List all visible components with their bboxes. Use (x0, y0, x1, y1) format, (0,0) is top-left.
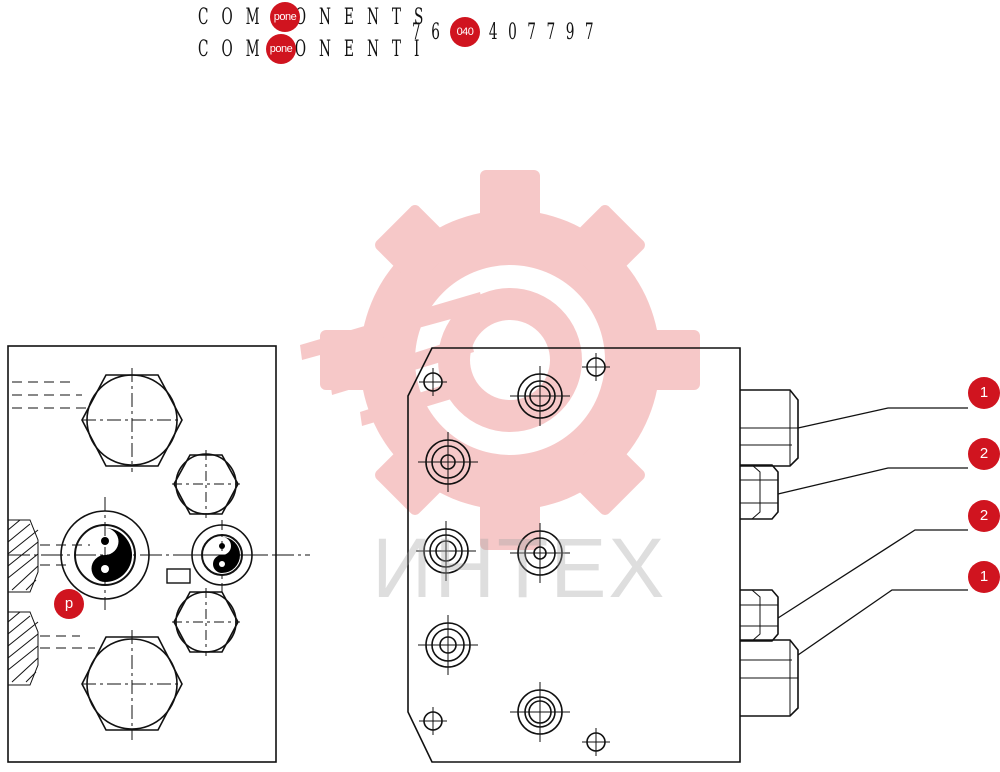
fitting-1-bottom (740, 639, 799, 717)
top-large-hex-port (81, 368, 183, 472)
callout-1-top[interactable]: 1 (968, 377, 1000, 409)
threaded-port-2 (418, 432, 478, 492)
threaded-port-3 (416, 521, 476, 581)
fitting-1-top (740, 389, 799, 467)
header-badge-2: pone (266, 34, 296, 64)
header-badge-1: pone (270, 2, 300, 32)
threaded-port-4 (510, 523, 570, 583)
threaded-port-5 (418, 615, 478, 675)
center-right-port (180, 520, 265, 592)
callout-2-top[interactable]: 2 (968, 438, 1000, 470)
top-left-marks (12, 381, 90, 409)
part-number: 7 6 0 0 4 0 7 7 9 7 (412, 20, 597, 45)
crosshair-hole-1 (419, 368, 447, 396)
small-slot (166, 568, 191, 584)
watermark-text: ИНТЕХ (372, 521, 667, 615)
watermark-gear-logo (300, 170, 700, 550)
header-line-componenti: C O M P O N E N T I (198, 37, 424, 62)
lower-small-hex-port (172, 588, 240, 656)
fitting-2-top (740, 464, 779, 520)
hatched-fitting-lower (7, 611, 39, 686)
right-block-outline (407, 347, 741, 763)
hatched-fitting-upper (7, 519, 39, 593)
threaded-port-6 (510, 682, 570, 742)
crosshair-hole-4 (582, 728, 610, 756)
leader-lines (777, 407, 968, 656)
bottom-large-hex-port (81, 630, 183, 740)
header-line-components: C O M P O N E N T S (198, 5, 428, 30)
left-view (7, 345, 310, 763)
crosshair-hole-2 (582, 353, 610, 381)
right-view (407, 347, 968, 763)
yin-yang-left (91, 528, 132, 582)
threaded-port-1 (510, 366, 570, 426)
crosshair-hole-3 (419, 707, 447, 735)
fitting-2-bottom (740, 589, 779, 642)
callout-1-bottom[interactable]: 1 (968, 561, 1000, 593)
port-p-callout[interactable]: p (54, 589, 84, 619)
part-number-badge: 040 (450, 17, 480, 47)
callout-2-bottom[interactable]: 2 (968, 500, 1000, 532)
center-left-port (60, 497, 150, 610)
upper-small-hex-port (172, 450, 240, 518)
